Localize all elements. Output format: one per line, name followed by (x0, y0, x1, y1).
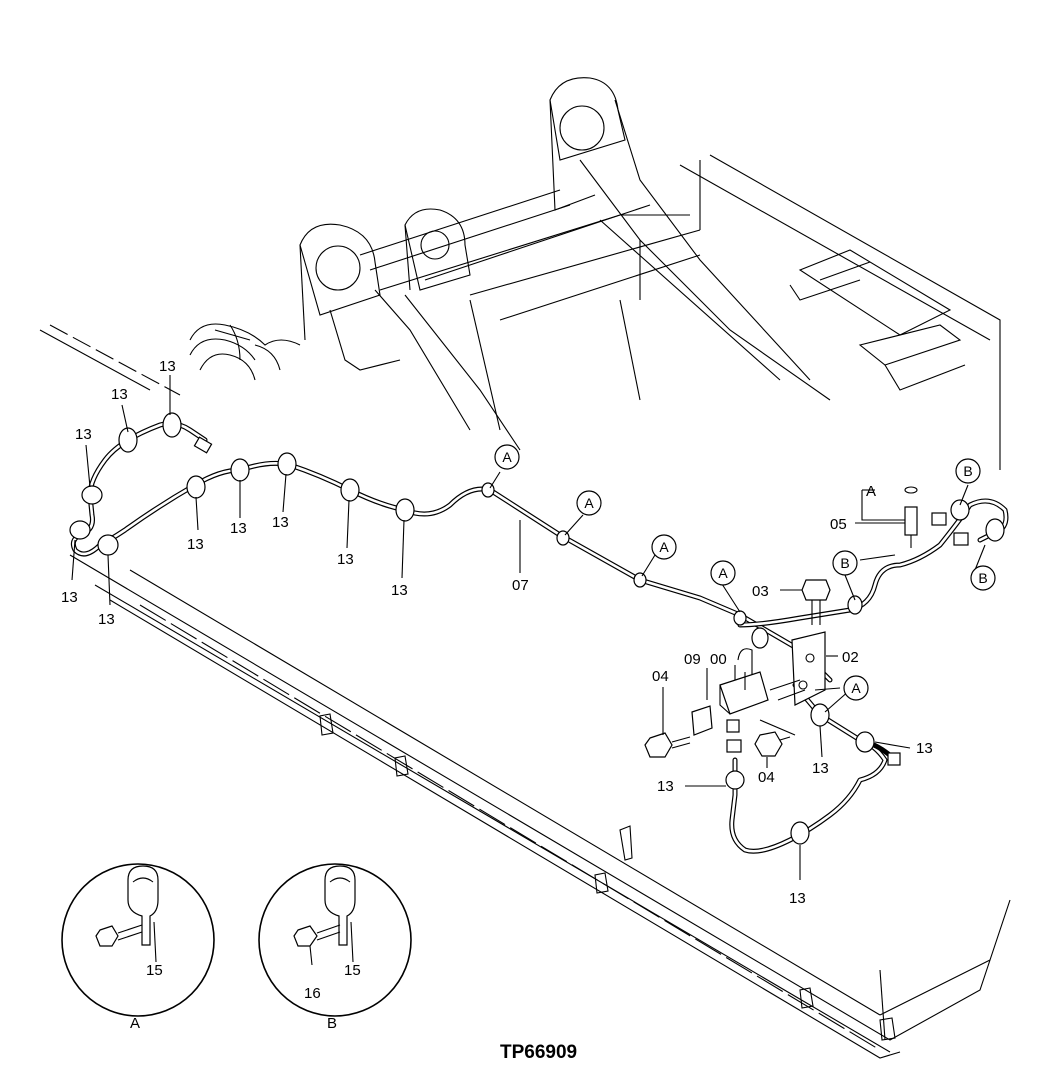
callout-13: 13 (657, 778, 674, 795)
detail-b-part-16: 16 (304, 985, 321, 1002)
detail-a-label: A (130, 1015, 140, 1032)
detail-b-label: B (327, 1015, 337, 1032)
ref-circle-b: B (832, 550, 858, 576)
detail-b-part-15: 15 (344, 962, 361, 979)
detail-a: 15 A (61, 863, 215, 1032)
svg-text:A: A (851, 680, 861, 696)
callout-00: 00 (710, 651, 727, 668)
ref-circle-a: A (843, 675, 869, 701)
wire-harness (69, 412, 1009, 854)
drawing-code: TP66909 (500, 1042, 577, 1063)
ref-circle-b: B (970, 565, 996, 591)
ref-circle-a: A (576, 490, 602, 516)
ref-circle-a: A (651, 534, 677, 560)
bolt-04-left (644, 732, 691, 758)
svg-text:B: B (963, 463, 972, 479)
callout-04: 04 (652, 668, 669, 685)
bolt-04-right (754, 731, 791, 757)
callout-09: 09 (684, 651, 701, 668)
callout-13: 13 (111, 386, 128, 403)
callout-13: 13 (187, 536, 204, 553)
callout-05: 05 (830, 516, 847, 533)
callout-13: 13 (159, 358, 176, 375)
detail-b: 16 15 B (258, 863, 412, 1032)
svg-text:A: A (502, 449, 512, 465)
svg-text:B: B (978, 570, 987, 586)
svg-text:A: A (659, 539, 669, 555)
reference-circles: A A A A A B B B (494, 444, 996, 701)
clamp-13-set (69, 412, 1005, 845)
callout-13: 13 (61, 589, 78, 606)
detail-a-part-15: 15 (146, 962, 163, 979)
valve-bracket-assembly (644, 579, 831, 758)
callout-13: 13 (272, 514, 289, 531)
callout-13: 13 (789, 890, 806, 907)
callout-13: 13 (337, 551, 354, 568)
callout-13: 13 (98, 611, 115, 628)
callout-04: 04 (758, 769, 775, 786)
svg-text:A: A (584, 495, 594, 511)
machine-frame (39, 77, 1011, 1059)
callout-02: 02 (842, 649, 859, 666)
leader-lines (71, 375, 986, 880)
callout-13: 13 (391, 582, 408, 599)
callout-A-05: A (866, 483, 876, 500)
callout-13: 13 (230, 520, 247, 537)
callout-13: 13 (75, 426, 92, 443)
callout-07: 07 (512, 577, 529, 594)
callout-labels: 13 13 13 13 13 13 13 13 13 13 13 13 13 1… (61, 358, 933, 907)
callout-13: 13 (812, 760, 829, 777)
svg-text:A: A (718, 565, 728, 581)
ref-circle-a: A (710, 560, 736, 586)
ref-circle-b: B (955, 458, 981, 484)
callout-03: 03 (752, 583, 769, 600)
ref-circle-a: A (494, 444, 520, 470)
callout-13: 13 (916, 740, 933, 757)
svg-text:B: B (840, 555, 849, 571)
